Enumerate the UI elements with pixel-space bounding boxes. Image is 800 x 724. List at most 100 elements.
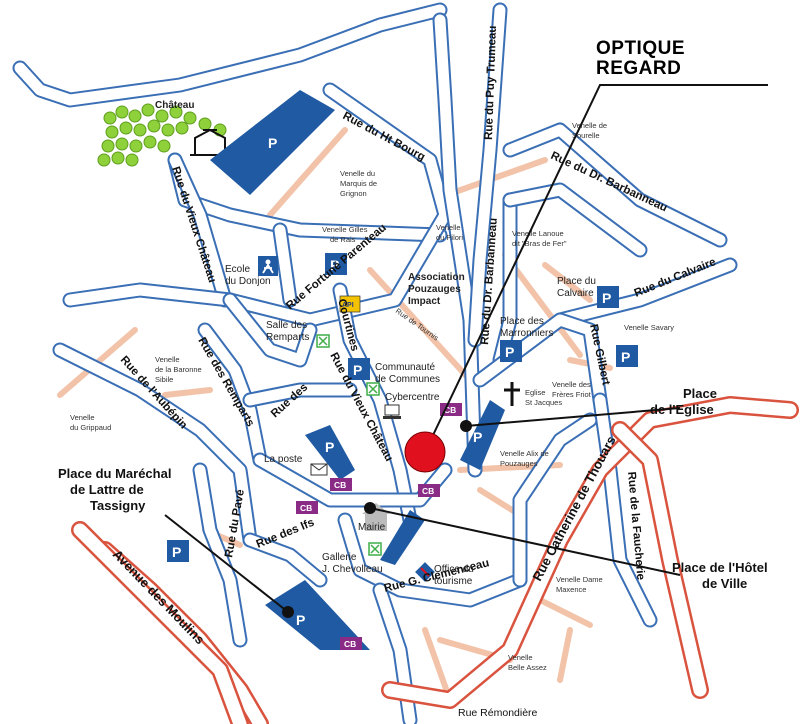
- svg-text:Grignon: Grignon: [340, 189, 367, 198]
- svg-text:CB: CB: [334, 480, 346, 490]
- place-labels: Ecole du Donjon Association Pouzauges Im…: [225, 264, 596, 587]
- callout-lines: [164, 84, 768, 613]
- svg-text:du Pilori: du Pilori: [436, 233, 463, 242]
- svg-text:Venelle Dame: Venelle Dame: [556, 575, 603, 584]
- svg-text:P: P: [621, 349, 630, 365]
- svg-text:Sourelle: Sourelle: [572, 131, 600, 140]
- svg-text:de l'Eglise: de l'Eglise: [650, 402, 714, 417]
- post-mail-icon[interactable]: [310, 463, 328, 476]
- svg-text:P: P: [172, 544, 181, 560]
- svg-text:Tassigny: Tassigny: [90, 498, 146, 513]
- street-ht-bourg: Rue du Ht Bourg: [341, 110, 427, 163]
- svg-text:Office du: Office du: [434, 564, 474, 575]
- svg-text:Venelle: Venelle: [508, 653, 533, 662]
- svg-text:Gallerie: Gallerie: [322, 552, 357, 563]
- hall-icon[interactable]: [316, 334, 330, 348]
- parking-icon[interactable]: P: [325, 253, 347, 275]
- svg-text:CB: CB: [444, 405, 456, 415]
- street-dr-barbanneau-ne: Rue du Dr. Barbanneau: [549, 150, 669, 215]
- svg-text:Ecole: Ecole: [225, 264, 250, 275]
- atm-cb-icon[interactable]: CB: [418, 484, 440, 497]
- svg-text:Pouzauges: Pouzauges: [408, 284, 461, 295]
- svg-text:CB: CB: [300, 503, 312, 513]
- api-logo-icon: API: [339, 295, 361, 313]
- parking-zone-chateau[interactable]: [210, 90, 335, 195]
- atm-cb-icon[interactable]: CB: [340, 637, 362, 650]
- svg-text:API: API: [342, 302, 354, 309]
- atm-badges: CB CB CB CB CB: [296, 403, 462, 650]
- streets-layer: [12, 2, 738, 724]
- svg-text:Cybercentre: Cybercentre: [385, 392, 440, 403]
- brand-line1: OPTIQUE: [596, 38, 685, 59]
- svg-text:Association: Association: [408, 272, 465, 283]
- parking-label-eglise: P: [473, 429, 482, 445]
- parking-zones: P P P P P P P P P P: [167, 90, 638, 650]
- street-remondiere: Rue Rémondière: [458, 707, 538, 719]
- parking-icon[interactable]: P: [348, 358, 370, 380]
- parking-zone-laposte[interactable]: [305, 425, 355, 480]
- hall-icon[interactable]: [368, 542, 382, 556]
- svg-text:Frères Friot: Frères Friot: [552, 390, 592, 399]
- svg-text:P: P: [602, 290, 611, 306]
- parking-zone-mairie[interactable]: [380, 510, 425, 565]
- svg-text:Pouzauges: Pouzauges: [500, 459, 538, 468]
- svg-text:Place des: Place des: [500, 316, 544, 327]
- parking-icon[interactable]: P: [500, 340, 522, 362]
- svg-text:de Rais: de Rais: [330, 235, 356, 244]
- svg-text:tourisme: tourisme: [434, 576, 473, 587]
- svg-text:Venelle de: Venelle de: [572, 121, 607, 130]
- svg-text:St Jacques: St Jacques: [525, 398, 562, 407]
- svg-text:P: P: [505, 344, 514, 360]
- svg-text:Venelle: Venelle: [70, 413, 95, 422]
- svg-text:Place: Place: [683, 386, 717, 401]
- svg-text:du Donjon: du Donjon: [225, 276, 271, 287]
- svg-text:Salle des: Salle des: [266, 320, 307, 331]
- svg-text:P: P: [353, 362, 362, 378]
- school-icon[interactable]: [258, 256, 278, 276]
- svg-text:Place de l'Hôtel: Place de l'Hôtel: [672, 560, 768, 575]
- computer-icon[interactable]: [383, 404, 401, 419]
- callout-labels: Place de l'Eglise Place de l'Hôtel de Vi…: [58, 386, 768, 591]
- hall-icon[interactable]: [366, 382, 380, 396]
- svg-text:Remparts: Remparts: [266, 332, 309, 343]
- parking-icon[interactable]: P: [616, 345, 638, 367]
- svg-text:Marronniers: Marronniers: [500, 328, 553, 339]
- church-cross-icon[interactable]: [504, 382, 520, 406]
- svg-text:Marquis de: Marquis de: [340, 179, 377, 188]
- parking-zone-marechal[interactable]: [265, 580, 370, 650]
- parking-icon[interactable]: P: [597, 286, 619, 308]
- marechal-dot[interactable]: [282, 606, 294, 618]
- svg-text:La poste: La poste: [264, 454, 303, 465]
- hotel-de-ville-dot[interactable]: [364, 502, 376, 514]
- svg-text:CB: CB: [344, 639, 356, 649]
- svg-text:Venelle Lanoue: Venelle Lanoue: [512, 229, 564, 238]
- atm-cb-icon[interactable]: CB: [440, 403, 462, 416]
- parking-zone-eglise[interactable]: [460, 400, 505, 470]
- svg-text:Venelle du: Venelle du: [340, 169, 375, 178]
- chateau-trees: [97, 103, 227, 167]
- parking-label-marechal: P: [296, 612, 305, 628]
- svg-text:Mairie: Mairie: [358, 522, 386, 533]
- eglise-dot[interactable]: [460, 420, 472, 432]
- svg-text:CB: CB: [422, 486, 434, 496]
- svg-text:J. Chevolleau: J. Chevolleau: [322, 564, 383, 575]
- svg-text:de Communes: de Communes: [375, 374, 440, 385]
- optique-regard-marker[interactable]: [404, 431, 446, 473]
- svg-text:Eglise: Eglise: [525, 388, 545, 397]
- svg-text:Place du: Place du: [557, 276, 596, 287]
- venelle-labels: Venelle du Marquis de Grignon Venelle Gi…: [70, 121, 674, 672]
- parking-icon[interactable]: P: [167, 540, 189, 562]
- atm-cb-icon[interactable]: CB: [296, 501, 318, 514]
- parking-label-chateau: P: [268, 135, 277, 151]
- svg-text:Maxence: Maxence: [556, 585, 586, 594]
- callout-dots: [282, 420, 472, 618]
- main-roads-layer: [71, 396, 799, 724]
- street-tournis: Rue de Tournis: [394, 306, 441, 342]
- svg-text:Belle Assez: Belle Assez: [508, 663, 547, 672]
- svg-text:Venelle Gilles: Venelle Gilles: [322, 225, 368, 234]
- tourism-office-icon[interactable]: [415, 562, 435, 582]
- svg-text:Venelle des: Venelle des: [552, 380, 591, 389]
- atm-cb-icon[interactable]: CB: [330, 478, 352, 491]
- svg-text:de Lattre de: de Lattre de: [70, 482, 144, 497]
